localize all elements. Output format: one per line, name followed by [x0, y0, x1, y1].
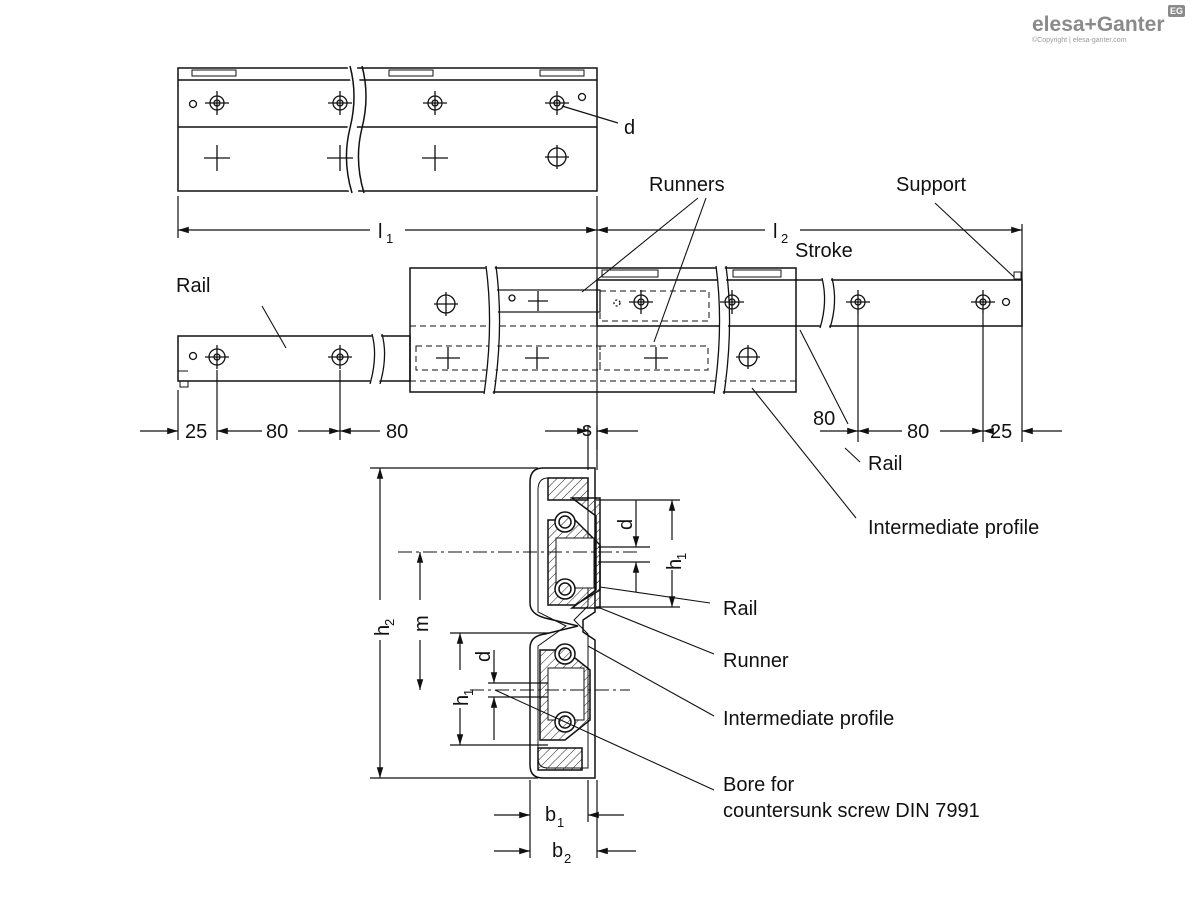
dim-right-25: 25: [990, 421, 1012, 443]
label-l1: l 1: [378, 221, 393, 246]
svg-text:1: 1: [461, 689, 476, 696]
intermediate-top-leader: [751, 387, 857, 519]
label-s: s: [582, 419, 592, 441]
callout-rail: Rail: [723, 598, 757, 620]
label-b1: b 1: [545, 804, 564, 830]
elesa-ganter-logo: elesa+Ganter EG ©Copyright | elesa-gante…: [1032, 5, 1185, 44]
label-rail-right: Rail: [868, 453, 902, 475]
svg-text:b: b: [552, 840, 563, 862]
label-h1-lower: h 1: [451, 689, 476, 706]
callout-intermediate-profile: Intermediate profile: [723, 708, 894, 730]
label-b2: b 2: [552, 840, 571, 866]
runners-leaders: [581, 197, 707, 343]
label-d-lower: d: [473, 651, 495, 662]
top-view-holes: [188, 91, 587, 171]
dim-lower-d-h1: [450, 632, 548, 746]
svg-text:1: 1: [557, 815, 564, 830]
l2-base: l: [773, 221, 777, 243]
stroke-leader: [799, 329, 849, 425]
dim-left-25: 25: [185, 421, 207, 443]
callout-bore-line2: countersunk screw DIN 7991: [723, 800, 980, 822]
callout-runner: Runner: [723, 650, 789, 672]
dimension-l1-l2: [177, 196, 1023, 450]
dim-left-80a: 80: [266, 421, 288, 443]
dim-right-80a: 80: [813, 408, 835, 430]
label-support: Support: [896, 174, 966, 196]
label-rail-left: Rail: [176, 275, 210, 297]
support-leader: [934, 202, 1015, 278]
label-stroke: Stroke: [795, 240, 853, 262]
top-view-closed: [177, 64, 598, 195]
svg-text:d: d: [473, 651, 495, 662]
dim-right-80b: 80: [907, 421, 929, 443]
d-leader: d: [561, 105, 635, 139]
svg-text:b: b: [545, 804, 556, 826]
label-l2: l 2: [773, 221, 788, 246]
h2-base: h: [372, 625, 394, 636]
dim-upper-d-h1: [596, 499, 680, 608]
extended-breaks: [369, 265, 836, 395]
rail-left-leader: [261, 305, 287, 349]
h2-sub: 2: [382, 619, 397, 626]
label-intermediate-profile-top: Intermediate profile: [868, 517, 1039, 539]
label-d-top: d: [624, 117, 635, 139]
cross-section: [529, 467, 601, 779]
dim-h2: [370, 467, 538, 779]
label-h1-upper: h 1: [664, 553, 689, 570]
section-centerlines: [398, 551, 640, 691]
svg-text:h: h: [451, 695, 473, 706]
dims-left: [140, 370, 380, 440]
svg-text:2: 2: [564, 851, 571, 866]
dim-left-80b: 80: [386, 421, 408, 443]
section-callout-leaders: [494, 586, 715, 791]
logo-copyright: ©Copyright | elesa-ganter.com: [1032, 36, 1127, 44]
label-d-upper: d: [615, 519, 637, 530]
svg-text:h: h: [664, 559, 686, 570]
dims-right: [820, 314, 1062, 442]
l2-sub: 2: [781, 231, 788, 246]
svg-text:d: d: [615, 519, 637, 530]
logo-badge: EG: [1170, 6, 1183, 16]
dim-s: [545, 425, 638, 470]
logo-text: elesa+Ganter: [1032, 13, 1165, 36]
svg-text:1: 1: [674, 553, 689, 560]
label-runners: Runners: [649, 174, 725, 196]
svg-text:m: m: [411, 615, 433, 632]
l1-base: l: [378, 221, 382, 243]
extended-view: [177, 267, 1023, 393]
extended-holes: [188, 290, 1011, 369]
label-m: m: [411, 615, 433, 632]
rail-right-leader: [844, 447, 861, 463]
dim-b1-b2: [494, 780, 636, 858]
label-h2: h 2: [372, 619, 397, 636]
callout-bore-line1: Bore for: [723, 774, 794, 796]
l1-sub: 1: [386, 231, 393, 246]
